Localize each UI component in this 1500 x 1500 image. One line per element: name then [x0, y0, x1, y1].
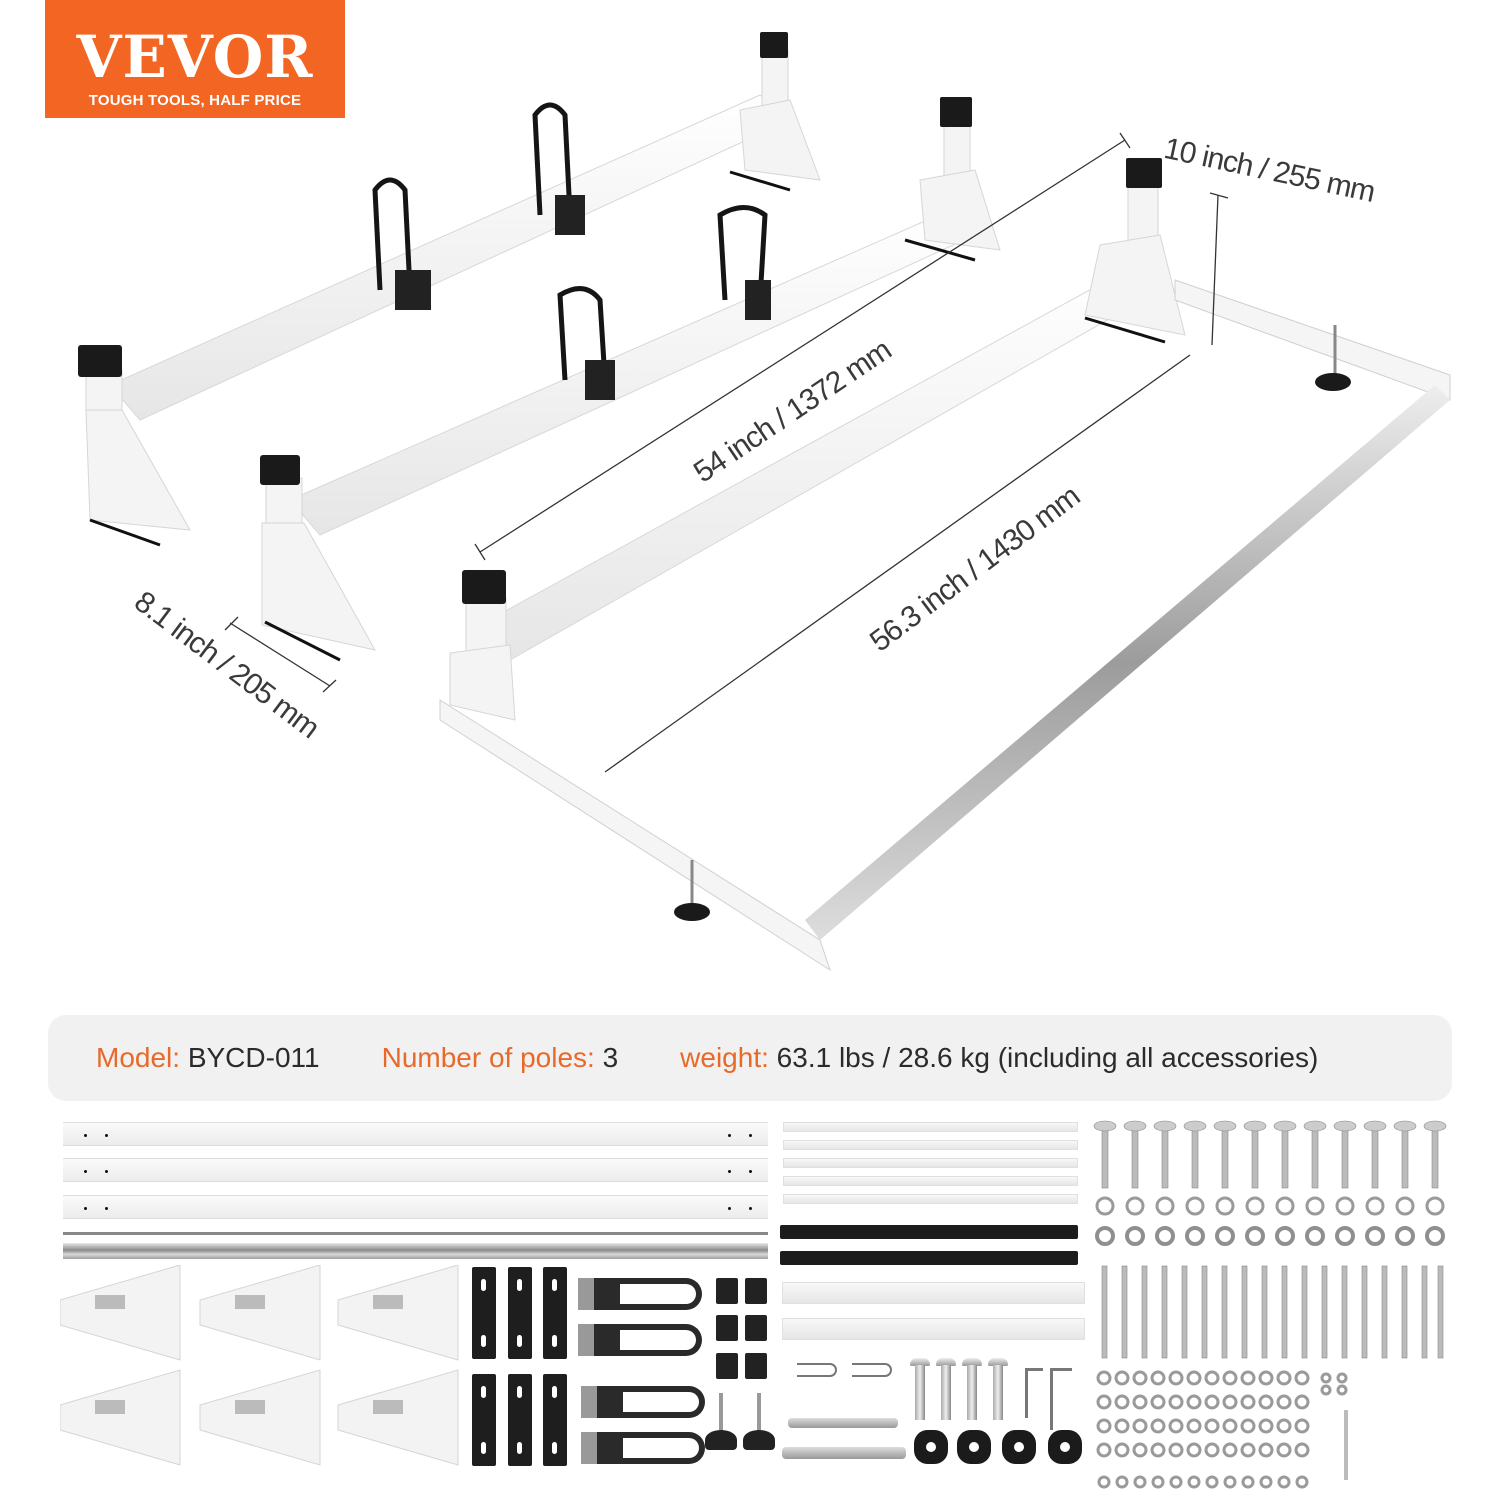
spec-weight: weight: 63.1 lbs / 28.6 kg (including al… [680, 1042, 1319, 1073]
spec-poles: Number of poles: 3 [381, 1042, 619, 1073]
ladder-stop-u-bolt [578, 1324, 702, 1356]
wrench [788, 1418, 898, 1428]
carriage-bolt-head [962, 1358, 982, 1366]
end-cap [716, 1315, 738, 1341]
mounting-plate [472, 1267, 496, 1359]
carriage-bolt [915, 1365, 925, 1420]
end-cap [745, 1353, 767, 1379]
tie-down-strap [780, 1225, 1078, 1239]
roller-bar [63, 1232, 768, 1235]
side-strip [783, 1122, 1078, 1132]
side-strip [783, 1158, 1078, 1168]
star-knob [914, 1430, 948, 1464]
product-diagram: 10 inch / 255 mm 54 inch / 1372 mm 56.3 … [78, 32, 1451, 972]
tie-down-strap [780, 1251, 1078, 1265]
end-cap [745, 1278, 767, 1304]
side-strip [783, 1176, 1078, 1186]
end-brackets [60, 1265, 459, 1466]
ladder-rack-illustration [78, 32, 1451, 972]
side-rail [782, 1318, 1085, 1340]
allen-key [1050, 1368, 1072, 1430]
hitch-pin [852, 1363, 892, 1377]
spec-bar: Model: BYCD-011 Number of poles: 3 weigh… [48, 1015, 1452, 1101]
included-parts: Van Rack Model: BYCD-011 [0, 1110, 1500, 1500]
leveling-foot [705, 1430, 737, 1450]
cross-bar [63, 1195, 768, 1219]
spec-model: Model: BYCD-011 [96, 1042, 320, 1073]
carriage-bolt [941, 1365, 951, 1420]
ladder-stop-u-bolt [581, 1386, 705, 1418]
ladder-stop-u-bolt [578, 1278, 702, 1310]
logo-brand: VEVOR [76, 23, 314, 91]
hardware-grid [1093, 1120, 1447, 1489]
roller-tube [63, 1243, 768, 1259]
carriage-bolt-head [988, 1358, 1008, 1366]
side-strip [783, 1140, 1078, 1150]
leveling-foot-stem [757, 1393, 761, 1435]
end-cap [716, 1353, 738, 1379]
carriage-bolt [993, 1365, 1003, 1420]
end-cap [716, 1278, 738, 1304]
mounting-plate [543, 1374, 567, 1466]
ladder-stop-u-bolt [581, 1432, 705, 1464]
mounting-plate [508, 1267, 532, 1359]
star-knob [1048, 1430, 1082, 1464]
carriage-bolt-head [910, 1358, 930, 1366]
side-rail [782, 1282, 1085, 1304]
leveling-foot-stem [719, 1393, 723, 1435]
wrench [782, 1447, 906, 1459]
allen-key [1025, 1368, 1043, 1418]
star-knob [1002, 1430, 1036, 1464]
leveling-foot [743, 1430, 775, 1450]
end-cap [745, 1315, 767, 1341]
vevor-logo: VEVOR TOUGH TOOLS, HALF PRICE [45, 0, 345, 118]
mounting-plate [508, 1374, 532, 1466]
mounting-plate [543, 1267, 567, 1359]
cross-bar [63, 1122, 768, 1146]
logo-tagline: TOUGH TOOLS, HALF PRICE [88, 92, 302, 109]
hitch-pin [797, 1363, 837, 1377]
cross-bar [63, 1158, 768, 1182]
carriage-bolt [967, 1365, 977, 1420]
side-strip [783, 1194, 1078, 1204]
carriage-bolt-head [936, 1358, 956, 1366]
star-knob [957, 1430, 991, 1464]
mounting-plate [472, 1374, 496, 1466]
